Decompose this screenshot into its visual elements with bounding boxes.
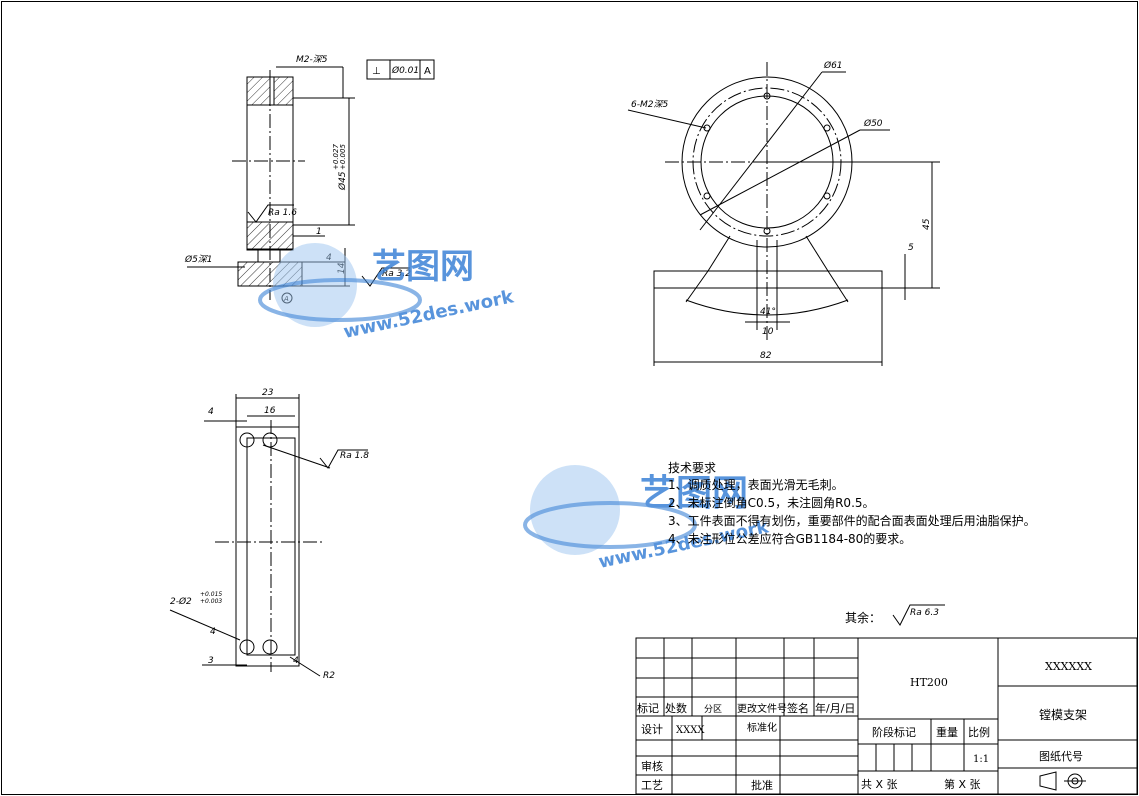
boss [257,249,281,263]
other-roughness-value: Ra 6.3 [910,608,939,618]
scale-value: 1:1 [973,754,989,765]
gdt-frame [366,59,435,80]
hole-tol-lower: +0.003 [200,598,222,605]
header-zone: 分区 [704,704,722,715]
sheets-total: 共 X 张 [861,778,898,791]
diameter-45-label: Ø45 [337,171,348,191]
dim-45-label: 45 [922,218,932,230]
dia-50-label: Ø50 [863,118,883,129]
requirement-1: 1、调质处理，表面光滑无毛刺。 [668,478,844,492]
approve-label: 批准 [751,778,773,792]
part-name-label: 镗模支架 [1039,708,1087,722]
review-label: 审核 [641,759,663,773]
header-doc-no: 更改文件号 [737,702,787,715]
header-date: 年/月/日 [815,701,855,715]
side-outer [235,426,300,667]
dim-1: 1 [316,227,322,237]
hole-tol-upper: +0.015 [200,591,222,598]
process-label: 工艺 [641,779,663,792]
diameter-tol-upper: +0.027 [332,144,340,170]
front-thread-label: 6-M2深5 [631,99,668,110]
title-block [635,637,1138,795]
designer-name: XXXX [676,725,705,736]
designer-label: 设计 [641,723,663,736]
dim-3-label: 3 [208,656,214,666]
side-roughness-label: Ra 1.8 [340,451,369,461]
dim-23-label: 23 [262,388,274,398]
dim-10-label: 10 [762,327,774,337]
hole-2-label: 2-Ø2 [170,596,192,607]
standard-label: 标准化 [747,721,777,734]
side-view [169,394,368,677]
sheet-no: 第 X 张 [944,777,981,791]
thread-label: M2-深5 [296,54,328,65]
side-roughness-mark [319,449,368,469]
header-sign: 签名 [787,701,809,715]
other-roughness-mark [892,604,945,626]
material-label: HT200 [910,676,948,689]
top-hole [269,76,275,106]
radius-label: R2 [323,671,335,681]
requirements-title: 技术要求 [668,461,716,475]
header-mark: 标记 [637,701,659,715]
roughness-2-label: Ra 3.2 [382,269,411,279]
drawing-no-label: 图纸代号 [1039,750,1083,763]
company-label: XXXXXX [1045,660,1092,673]
diameter-tol-lower: +0.005 [339,144,347,170]
angle-label: 41° [760,307,776,317]
dim-4-bottom-label: 4 [210,627,216,637]
dim-82-label: 82 [760,351,772,361]
gdt-datum: A [424,66,431,77]
dim-16-label: 16 [264,406,276,416]
watermark-1-url: www.52des.work [342,286,517,343]
base-plate [653,270,883,289]
dim-4-top-label: 4 [208,407,214,417]
watermark-1-title: 艺图网 [372,247,474,287]
hole-label: Ø5深1 [184,254,213,265]
requirement-2: 2、未标注倒角C0.5，未注圆角R0.5。 [668,495,875,510]
gdt-tolerance: Ø0.01 [391,65,419,76]
dia-61-label: Ø61 [823,60,843,71]
requirement-3: 3、工件表面不得有划伤，重要部件的配合面表面处理后用油脂保护。 [668,513,1036,528]
watermark-2-title: 艺图网 [640,473,748,514]
front-view [627,62,940,366]
gdt-symbol: ⊥ [372,66,381,77]
scale-label: 比例 [968,725,990,739]
dim-4-right-label: 4 [293,656,299,666]
dim-5-label: 5 [908,243,914,253]
weight-label: 重量 [936,725,958,739]
angle-arc [685,299,849,316]
roughness-1-label: Ra 1.6 [268,208,297,218]
header-count: 处数 [665,702,687,715]
other-roughness-label: 其余： [845,610,881,625]
roughness-mark-1 [247,204,294,223]
requirement-4: 4、未注形位公差应符合GB1184-80的要求。 [668,531,911,546]
watermark-1: 艺图网 www.52des.work [258,243,517,343]
stage-label: 阶段标记 [872,725,916,739]
